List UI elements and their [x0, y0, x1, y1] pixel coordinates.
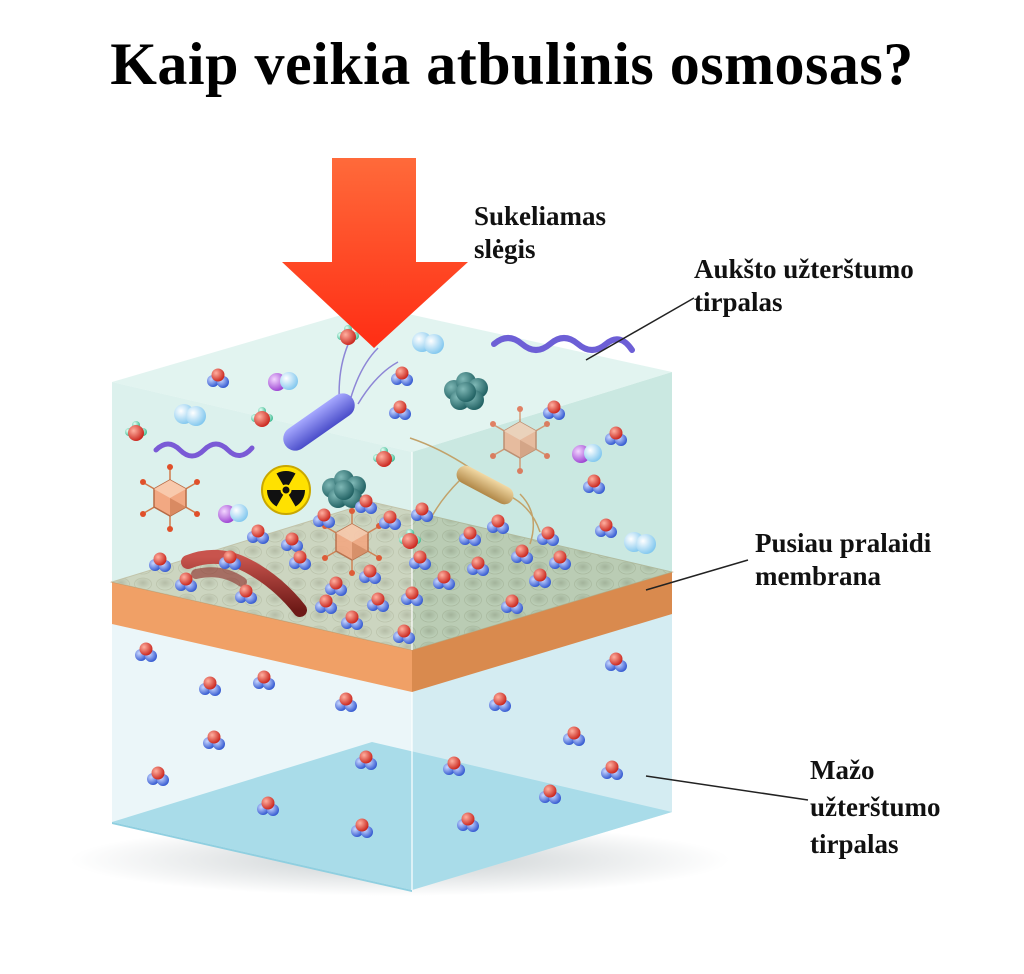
label-low-line2: užterštumo: [810, 792, 941, 822]
leader-low: [645, 775, 809, 801]
label-low-line3: tirpalas: [810, 829, 899, 859]
label-low-line1: Mažo: [810, 755, 875, 785]
lower-chamber: [112, 612, 672, 892]
leader-high: [585, 297, 695, 361]
label-high-line1: Aukšto užterštumo: [694, 254, 914, 284]
label-low-contamination: Mažo užterštumo tirpalas: [810, 752, 940, 863]
leader-lines: [585, 297, 809, 801]
contaminants: [125, 325, 656, 617]
label-high-contamination: Aukšto užterštumo tirpalas: [694, 253, 914, 319]
label-membrane: Pusiau pralaidi membrana: [755, 527, 931, 593]
pressure-arrow: [282, 158, 468, 348]
label-membrane-line1: Pusiau pralaidi: [755, 528, 932, 558]
label-high-line2: tirpalas: [694, 287, 783, 317]
page-title: Kaip veikia atbulinis osmosas?: [110, 31, 914, 97]
label-membrane-line2: membrana: [755, 561, 881, 591]
label-pressure-line2: slėgis: [474, 234, 536, 264]
leader-membrane: [645, 559, 749, 591]
label-pressure-line1: Sukeliamas: [474, 201, 607, 231]
label-pressure: Sukeliamas slėgis: [474, 200, 606, 266]
